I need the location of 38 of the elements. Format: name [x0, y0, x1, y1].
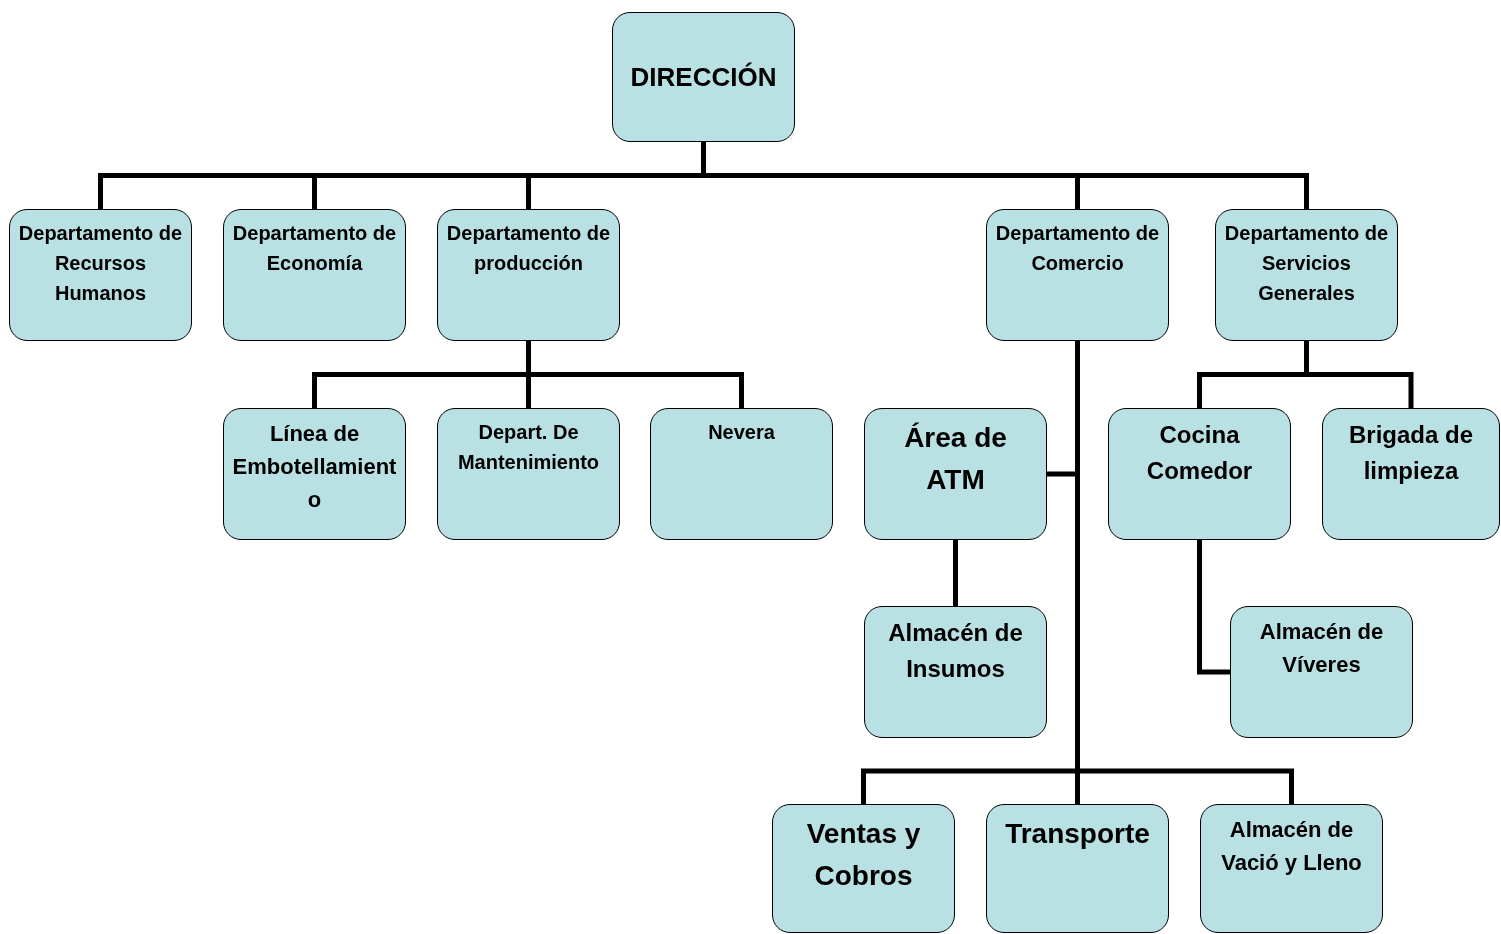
- org-box: [1108, 408, 1291, 540]
- box-label: Almacén de Víveres: [1258, 618, 1385, 679]
- box-label: Brigada de limpieza: [1348, 420, 1474, 486]
- box-label: Almacén de Insumos: [887, 618, 1024, 684]
- connector-line: [526, 341, 744, 408]
- box-label: Departamento de Comercio: [995, 221, 1160, 276]
- box-label: Depart. De Mantenimiento: [456, 420, 601, 475]
- box-label: Nevera: [708, 420, 775, 445]
- box-label: Almacén de Vació y Lleno: [1220, 816, 1363, 877]
- org-box: [986, 804, 1169, 933]
- connector-line: [953, 540, 958, 606]
- box-label: Departamento de Servicios Generales: [1224, 221, 1389, 306]
- org-box: [772, 804, 955, 933]
- connector-line: [1304, 341, 1414, 408]
- org-box: [864, 408, 1047, 540]
- org-box: [223, 209, 406, 341]
- box-label: Departamento de producción: [446, 221, 611, 276]
- box-label: Transporte: [1005, 817, 1150, 851]
- org-box: [864, 606, 1047, 738]
- org-box: [437, 408, 620, 540]
- box-label: Línea de Embotellamiento: [232, 420, 397, 514]
- box-label: Área de ATM: [903, 421, 1008, 497]
- org-box: [612, 12, 795, 142]
- org-box: [437, 209, 620, 341]
- org-box: [1215, 209, 1398, 341]
- org-box: [1230, 606, 1413, 738]
- org-box: [223, 408, 406, 540]
- org-box: [9, 209, 192, 341]
- box-label: Departamento de Economía: [232, 221, 397, 276]
- connector-line: [1197, 540, 1230, 675]
- org-box: [986, 209, 1169, 341]
- org-box: [1322, 408, 1500, 540]
- box-label: Cocina Comedor: [1145, 420, 1254, 486]
- box-label: Ventas y Cobros: [805, 817, 922, 893]
- box-label: Departamento de Recursos Humanos: [18, 221, 183, 306]
- org-box: [650, 408, 833, 540]
- org-box: [1200, 804, 1383, 933]
- box-label: DIRECCIÓN: [630, 60, 777, 94]
